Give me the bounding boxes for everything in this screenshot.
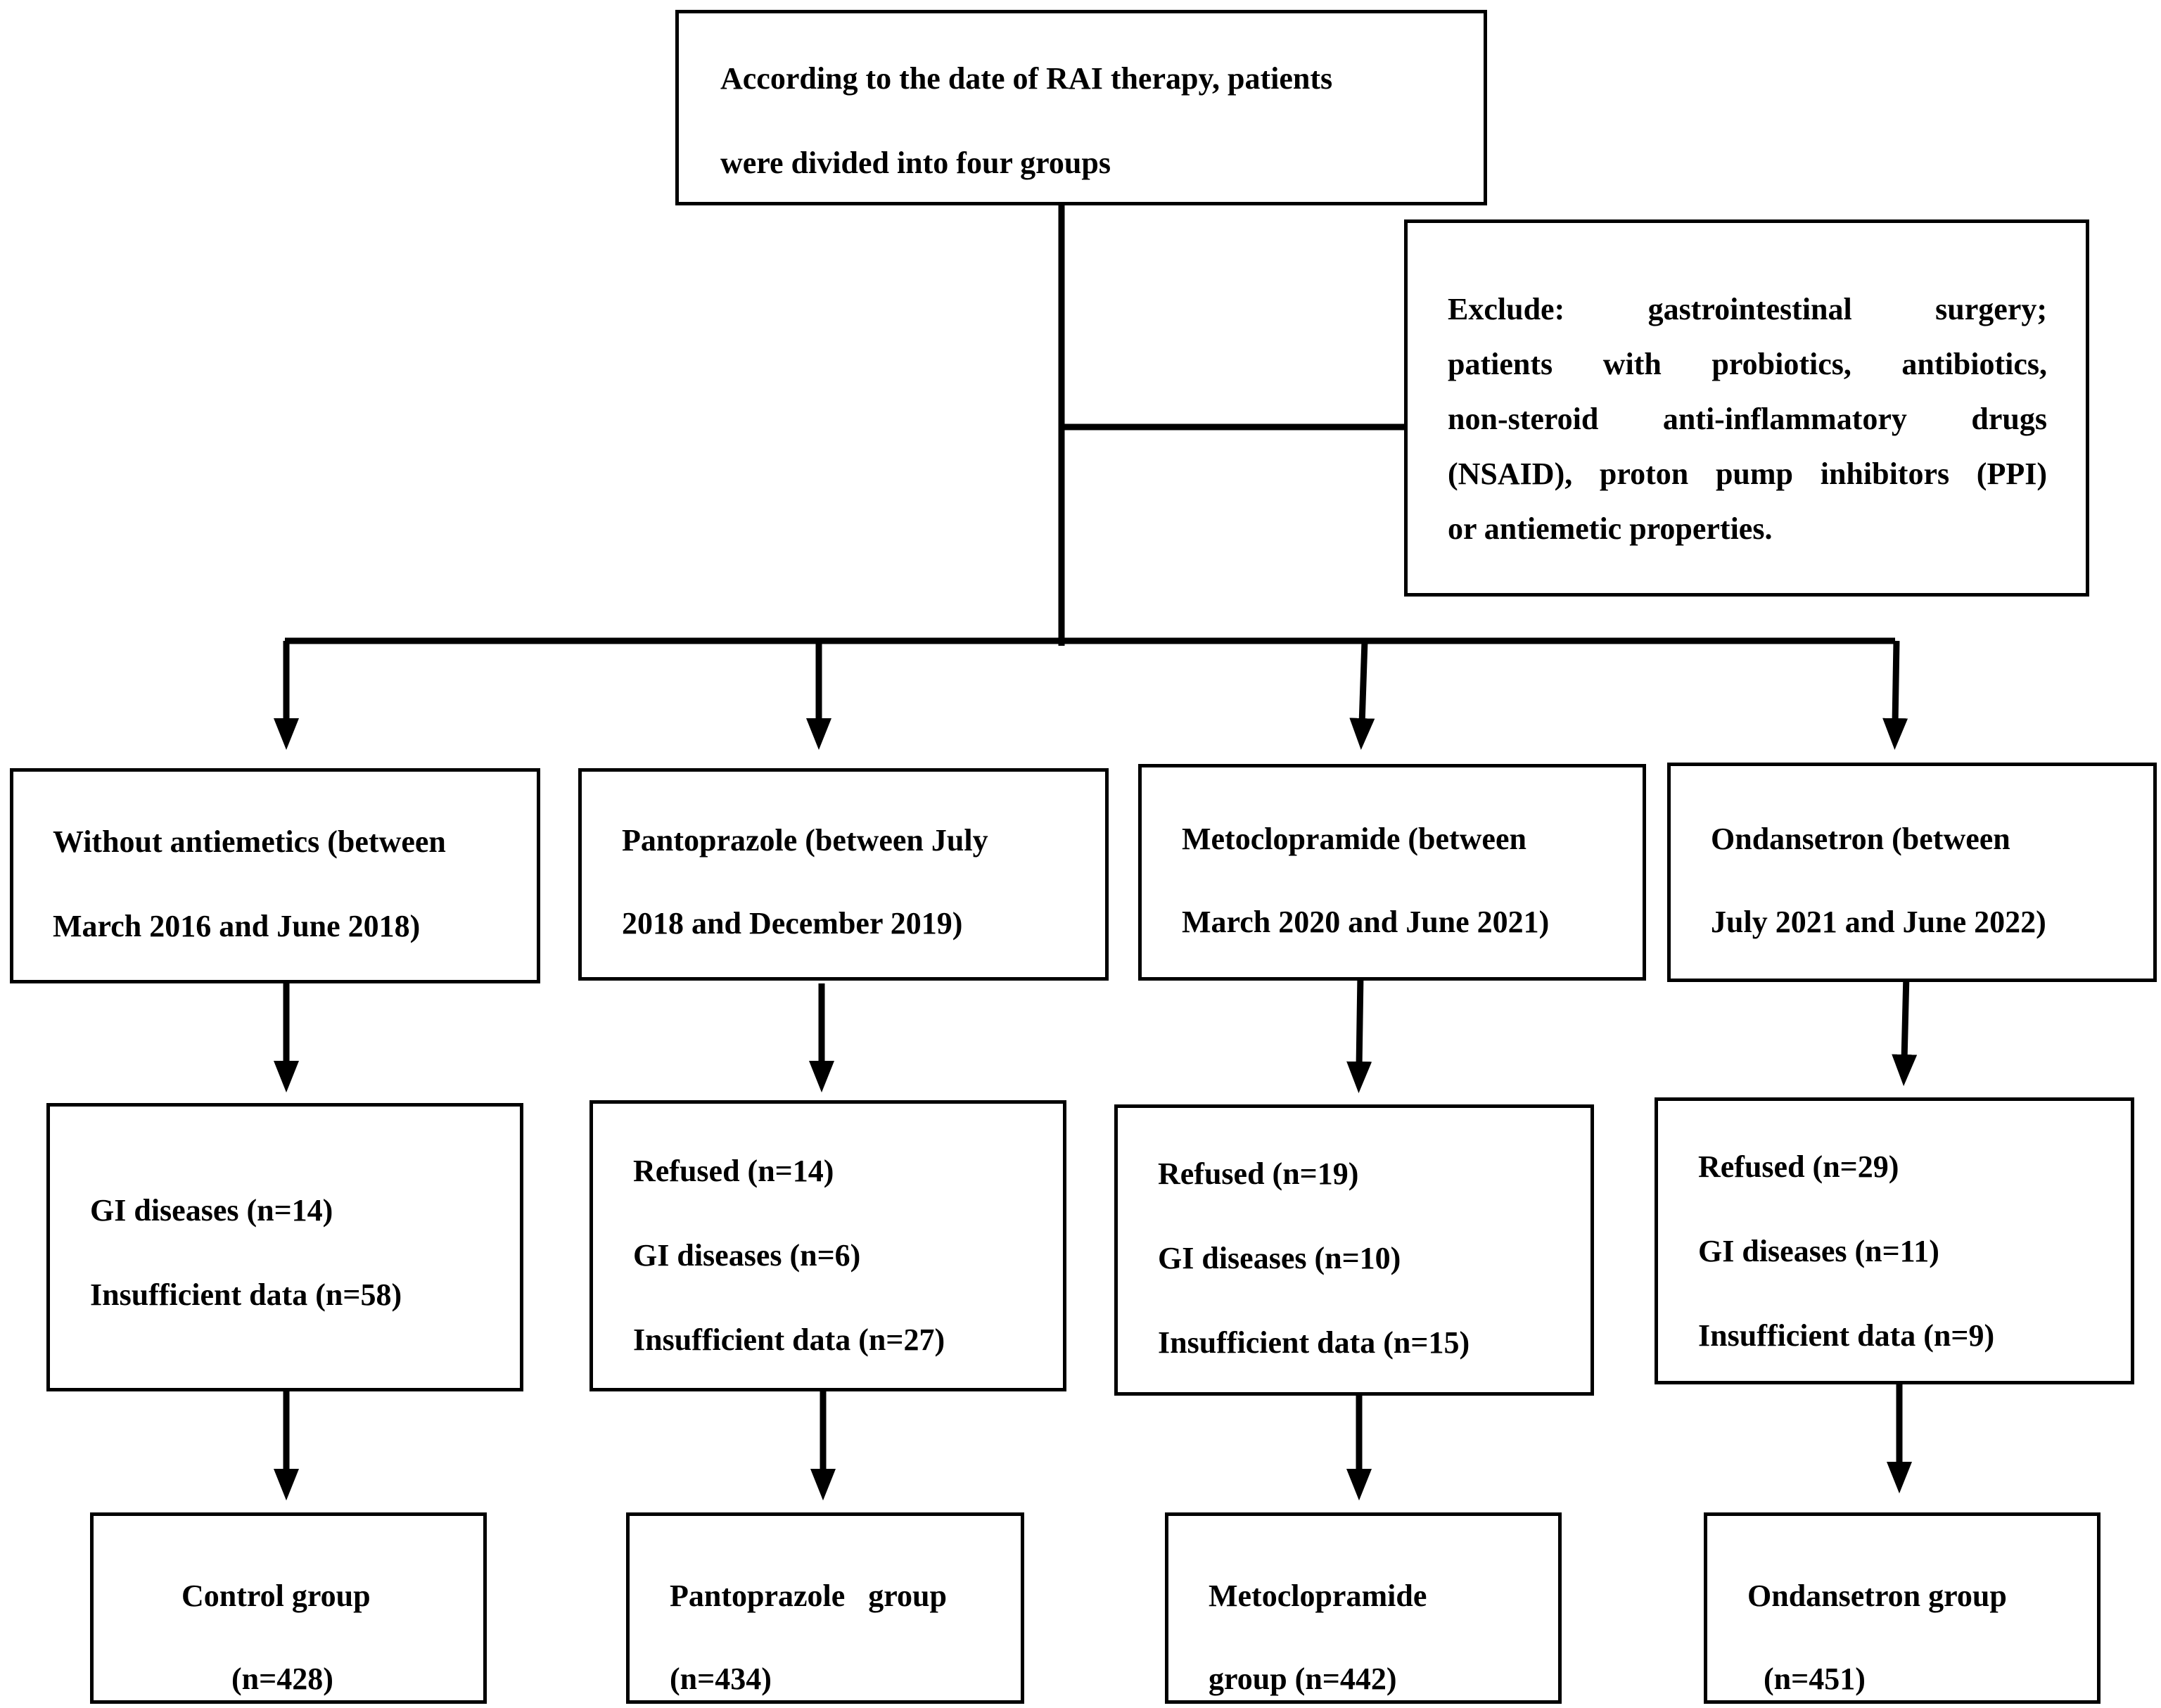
exclusion-line-2: patients with probiotics, antibiotics, [1448,347,2047,381]
group-4-final-line-1: Ondansetron group [1747,1579,2007,1613]
group-2-excluded-insufficient: Insufficient data (n=27) [633,1323,945,1357]
group-3-excluded-box: Refused (n=19) GI diseases (n=10) Insuff… [1114,1104,1594,1396]
group-3-period-line-2: March 2020 and June 2021) [1182,905,1550,939]
group-4-final-box: Ondansetron group (n=451) [1704,1512,2101,1704]
arrow-to-group-4 [1882,640,1908,750]
exclusion-line-3: non-steroid anti-inflammatory drugs [1448,402,2047,436]
group-4-final-line-2: (n=451) [1764,1662,1866,1696]
group-4-excluded-gi: GI diseases (n=11) [1698,1234,1939,1268]
group-3-period-line-1: Metoclopramide (between [1182,822,1526,856]
group-3-final-line-2: group (n=442) [1209,1662,1397,1696]
group-4-period-box: Ondansetron (between July 2021 and June … [1667,763,2157,982]
group-2-period-box: Pantoprazole (between July 2018 and Dece… [578,768,1109,981]
group-4-excluded-insufficient: Insufficient data (n=9) [1698,1318,1995,1353]
arrow-to-excl-3 [1346,974,1372,1093]
group-3-final-box: Metoclopramide group (n=442) [1165,1512,1562,1704]
group-1-excluded-box: GI diseases (n=14) Insufficient data (n=… [46,1103,523,1391]
group-2-excluded-box: Refused (n=14) GI diseases (n=6) Insuffi… [589,1100,1066,1391]
group-2-period-line-1: Pantoprazole (between July [622,823,988,858]
arrow-to-group-3 [1349,640,1375,750]
group-1-final-line-2: (n=428) [231,1662,333,1696]
group-3-excluded-refused: Refused (n=19) [1158,1156,1359,1191]
exclusion-line-4: (NSAID), proton pump inhibitors (PPI) [1448,457,2047,491]
exclusion-criteria-box: Exclude: gastrointestinal surgery; patie… [1404,219,2089,597]
top-box-line-1: According to the date of RAI therapy, pa… [720,61,1333,96]
group-1-final-box: Control group (n=428) [90,1512,487,1704]
group-2-period-line-2: 2018 and December 2019) [622,906,963,941]
group-2-excluded-refused: Refused (n=14) [633,1154,834,1188]
top-box-line-2: were divided into four groups [720,146,1111,180]
exclusion-line-5: or antiemetic properties. [1448,511,1773,546]
group-3-final-line-1: Metoclopramide [1209,1579,1427,1613]
exclusion-text: Exclude: gastrointestinal surgery; patie… [1448,282,2047,556]
group-3-excluded-gi: GI diseases (n=10) [1158,1241,1401,1275]
group-2-final-line-1: Pantoprazole group [670,1579,947,1613]
arrow-to-excl-4 [1892,974,1918,1086]
group-4-period-line-1: Ondansetron (between [1711,822,2010,856]
group-2-final-box: Pantoprazole group (n=434) [626,1512,1024,1704]
group-3-excluded-insufficient: Insufficient data (n=15) [1158,1325,1470,1360]
group-1-excluded-gi: GI diseases (n=14) [90,1193,333,1228]
group-2-excluded-gi: GI diseases (n=6) [633,1238,861,1273]
group-3-period-box: Metoclopramide (between March 2020 and J… [1138,764,1646,981]
group-1-excluded-insufficient: Insufficient data (n=58) [90,1277,402,1312]
group-4-excluded-refused: Refused (n=29) [1698,1149,1899,1184]
group-2-final-line-2: (n=434) [670,1662,772,1696]
group-4-period-line-2: July 2021 and June 2022) [1711,905,2046,939]
group-1-period-line-1: Without antiemetics (between [53,824,446,859]
group-1-period-line-2: March 2016 and June 2018) [53,909,421,943]
exclusion-line-1: Exclude: gastrointestinal surgery; [1448,292,2047,326]
group-1-period-box: Without antiemetics (between March 2016 … [10,768,540,983]
group-4-excluded-box: Refused (n=29) GI diseases (n=11) Insuff… [1655,1097,2134,1384]
group-1-final-line-1: Control group [181,1579,371,1613]
top-box: According to the date of RAI therapy, pa… [675,10,1487,205]
